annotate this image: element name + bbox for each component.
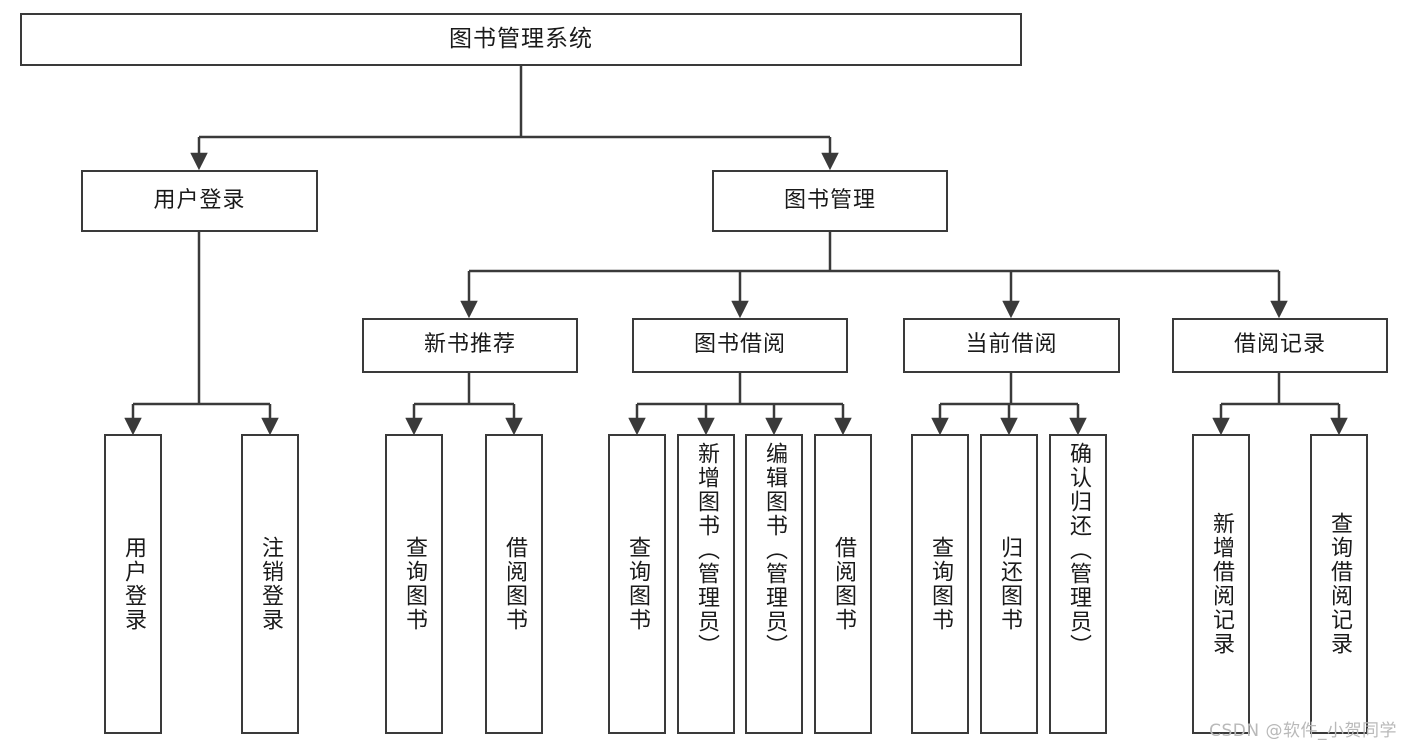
node-book-manage-label: 图书管理 (783, 187, 876, 213)
node-book-manage[interactable]: 图书管理 (712, 170, 948, 232)
node-book-borrow[interactable]: 图书借阅 (632, 318, 848, 373)
node-leaf-borrow-book-1-label: 借阅图书 (501, 536, 527, 632)
node-leaf-borrow-book-2[interactable]: 借阅图书 (814, 434, 872, 734)
node-leaf-add-record-label: 新增借阅记录 (1208, 512, 1234, 656)
node-leaf-query-record-label: 查询借阅记录 (1326, 512, 1352, 656)
node-leaf-return-book[interactable]: 归还图书 (980, 434, 1038, 734)
node-leaf-query-book-3-label: 查询图书 (927, 536, 953, 632)
node-leaf-query-book-2[interactable]: 查询图书 (608, 434, 666, 734)
node-leaf-logout-login-label: 注销登录 (257, 536, 283, 632)
node-leaf-logout-login[interactable]: 注销登录 (241, 434, 299, 734)
node-leaf-user-login[interactable]: 用户登录 (104, 434, 162, 734)
node-leaf-confirm-return[interactable]: 确认归还（管理员） (1049, 434, 1107, 734)
node-leaf-query-book-2-label: 查询图书 (624, 536, 650, 632)
node-new-book-recommend-label: 新书推荐 (423, 332, 516, 358)
node-book-borrow-label: 图书借阅 (693, 332, 786, 358)
node-current-borrow-label: 当前借阅 (965, 332, 1058, 358)
node-leaf-query-book-1[interactable]: 查询图书 (385, 434, 443, 734)
node-new-book-recommend[interactable]: 新书推荐 (362, 318, 578, 373)
node-leaf-user-login-label: 用户登录 (120, 536, 146, 632)
node-root-label: 图书管理系统 (449, 25, 593, 52)
node-leaf-add-book[interactable]: 新增图书（管理员） (677, 434, 735, 734)
node-leaf-confirm-return-label: 确认归还（管理员） (1065, 442, 1091, 658)
node-leaf-borrow-book-2-label: 借阅图书 (830, 536, 856, 632)
node-borrow-record-label: 借阅记录 (1233, 332, 1326, 358)
node-leaf-add-record[interactable]: 新增借阅记录 (1192, 434, 1250, 734)
csdn-watermark: CSDN @软件_小贺同学 (1209, 721, 1397, 741)
node-leaf-return-book-label: 归还图书 (996, 536, 1022, 632)
node-leaf-add-book-label: 新增图书（管理员） (693, 442, 719, 658)
node-leaf-borrow-book-1[interactable]: 借阅图书 (485, 434, 543, 734)
node-user-login-label: 用户登录 (153, 187, 246, 213)
node-borrow-record[interactable]: 借阅记录 (1172, 318, 1388, 373)
node-root[interactable]: 图书管理系统 (20, 13, 1022, 66)
node-leaf-edit-book[interactable]: 编辑图书（管理员） (745, 434, 803, 734)
node-user-login[interactable]: 用户登录 (81, 170, 318, 232)
node-leaf-query-record[interactable]: 查询借阅记录 (1310, 434, 1368, 734)
node-current-borrow[interactable]: 当前借阅 (903, 318, 1120, 373)
node-leaf-edit-book-label: 编辑图书（管理员） (761, 442, 787, 658)
node-leaf-query-book-1-label: 查询图书 (401, 536, 427, 632)
node-leaf-query-book-3[interactable]: 查询图书 (911, 434, 969, 734)
